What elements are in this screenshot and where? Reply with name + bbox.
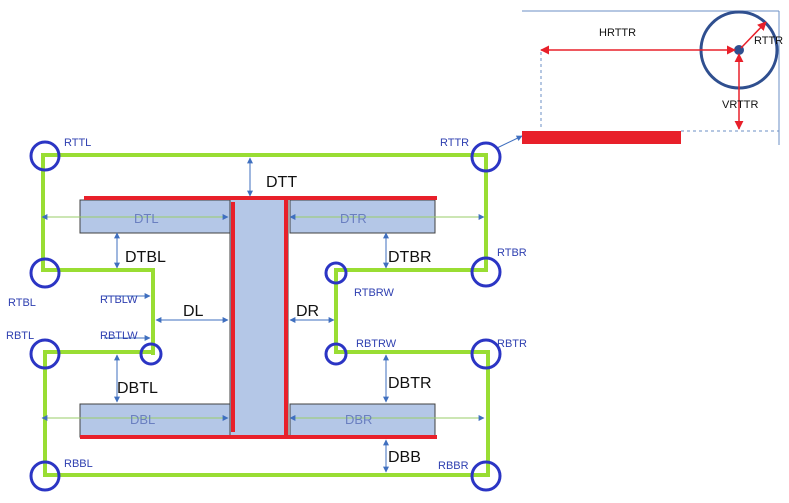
rttr-radius-arrow bbox=[740, 21, 767, 49]
label-rtbrw: RTBRW bbox=[354, 287, 395, 299]
label-dbl: DBL bbox=[130, 412, 155, 427]
label-rbtrw: RBTRW bbox=[356, 338, 397, 350]
label-hrttr: HRTTR bbox=[599, 27, 636, 39]
label-rbtlw: RBTLW bbox=[100, 330, 138, 342]
detail-inset bbox=[522, 10, 780, 145]
circle-rbtrw bbox=[324, 342, 348, 366]
circle-rbbl bbox=[29, 460, 61, 492]
labels: RTTL RTTR RTTR HRTTR VRTTR DTT DTL DTR D… bbox=[6, 27, 783, 472]
web bbox=[229, 197, 289, 439]
circle-rbtl bbox=[29, 338, 61, 370]
label-dtt: DTT bbox=[266, 174, 297, 191]
label-dbtr: DBTR bbox=[388, 375, 432, 392]
green-paths bbox=[41, 153, 490, 477]
label-dbtl: DBTL bbox=[117, 380, 158, 397]
label-rttr: RTTR bbox=[440, 137, 469, 149]
circle-rtbr bbox=[470, 256, 502, 288]
label-dbb: DBB bbox=[388, 449, 421, 466]
label-dtbr: DTBR bbox=[388, 249, 432, 266]
label-dbr: DBR bbox=[345, 412, 372, 427]
label-rbbr: RBBR bbox=[438, 460, 469, 472]
red-edges bbox=[80, 196, 437, 439]
label-dtl: DTL bbox=[134, 211, 159, 226]
i-beam bbox=[79, 197, 436, 439]
label-vrttr: VRTTR bbox=[722, 99, 759, 111]
red-bar bbox=[522, 131, 681, 144]
circle-rbbr bbox=[470, 460, 502, 492]
dimension-arrows bbox=[41, 135, 523, 473]
label-dtr: DTR bbox=[340, 211, 367, 226]
label-rttl: RTTL bbox=[64, 137, 91, 149]
label-dtbl: DTBL bbox=[125, 249, 166, 266]
tool-circles bbox=[29, 140, 502, 492]
bottom-left-path bbox=[43, 350, 490, 477]
rttr-link-arrow bbox=[496, 135, 523, 149]
circle-rttl bbox=[29, 140, 61, 172]
top-right-inner-path bbox=[334, 268, 486, 354]
label-rttr-top: RTTR bbox=[754, 35, 783, 47]
circle-rbtr bbox=[470, 338, 502, 370]
circle-rtbl bbox=[29, 257, 61, 289]
circle-rtblw bbox=[139, 342, 163, 366]
label-dr: DR bbox=[296, 303, 319, 320]
label-dl: DL bbox=[183, 303, 204, 320]
label-rbtl: RBTL bbox=[6, 330, 34, 342]
label-rtbr: RTBR bbox=[497, 247, 527, 259]
label-rbtr: RBTR bbox=[497, 338, 527, 350]
label-rtbl: RTBL bbox=[8, 297, 36, 309]
circle-rtbrw bbox=[324, 261, 348, 285]
label-rtblw: RTBLW bbox=[100, 294, 138, 306]
circle-rttr bbox=[470, 141, 502, 173]
label-rbbl: RBBL bbox=[64, 458, 93, 470]
